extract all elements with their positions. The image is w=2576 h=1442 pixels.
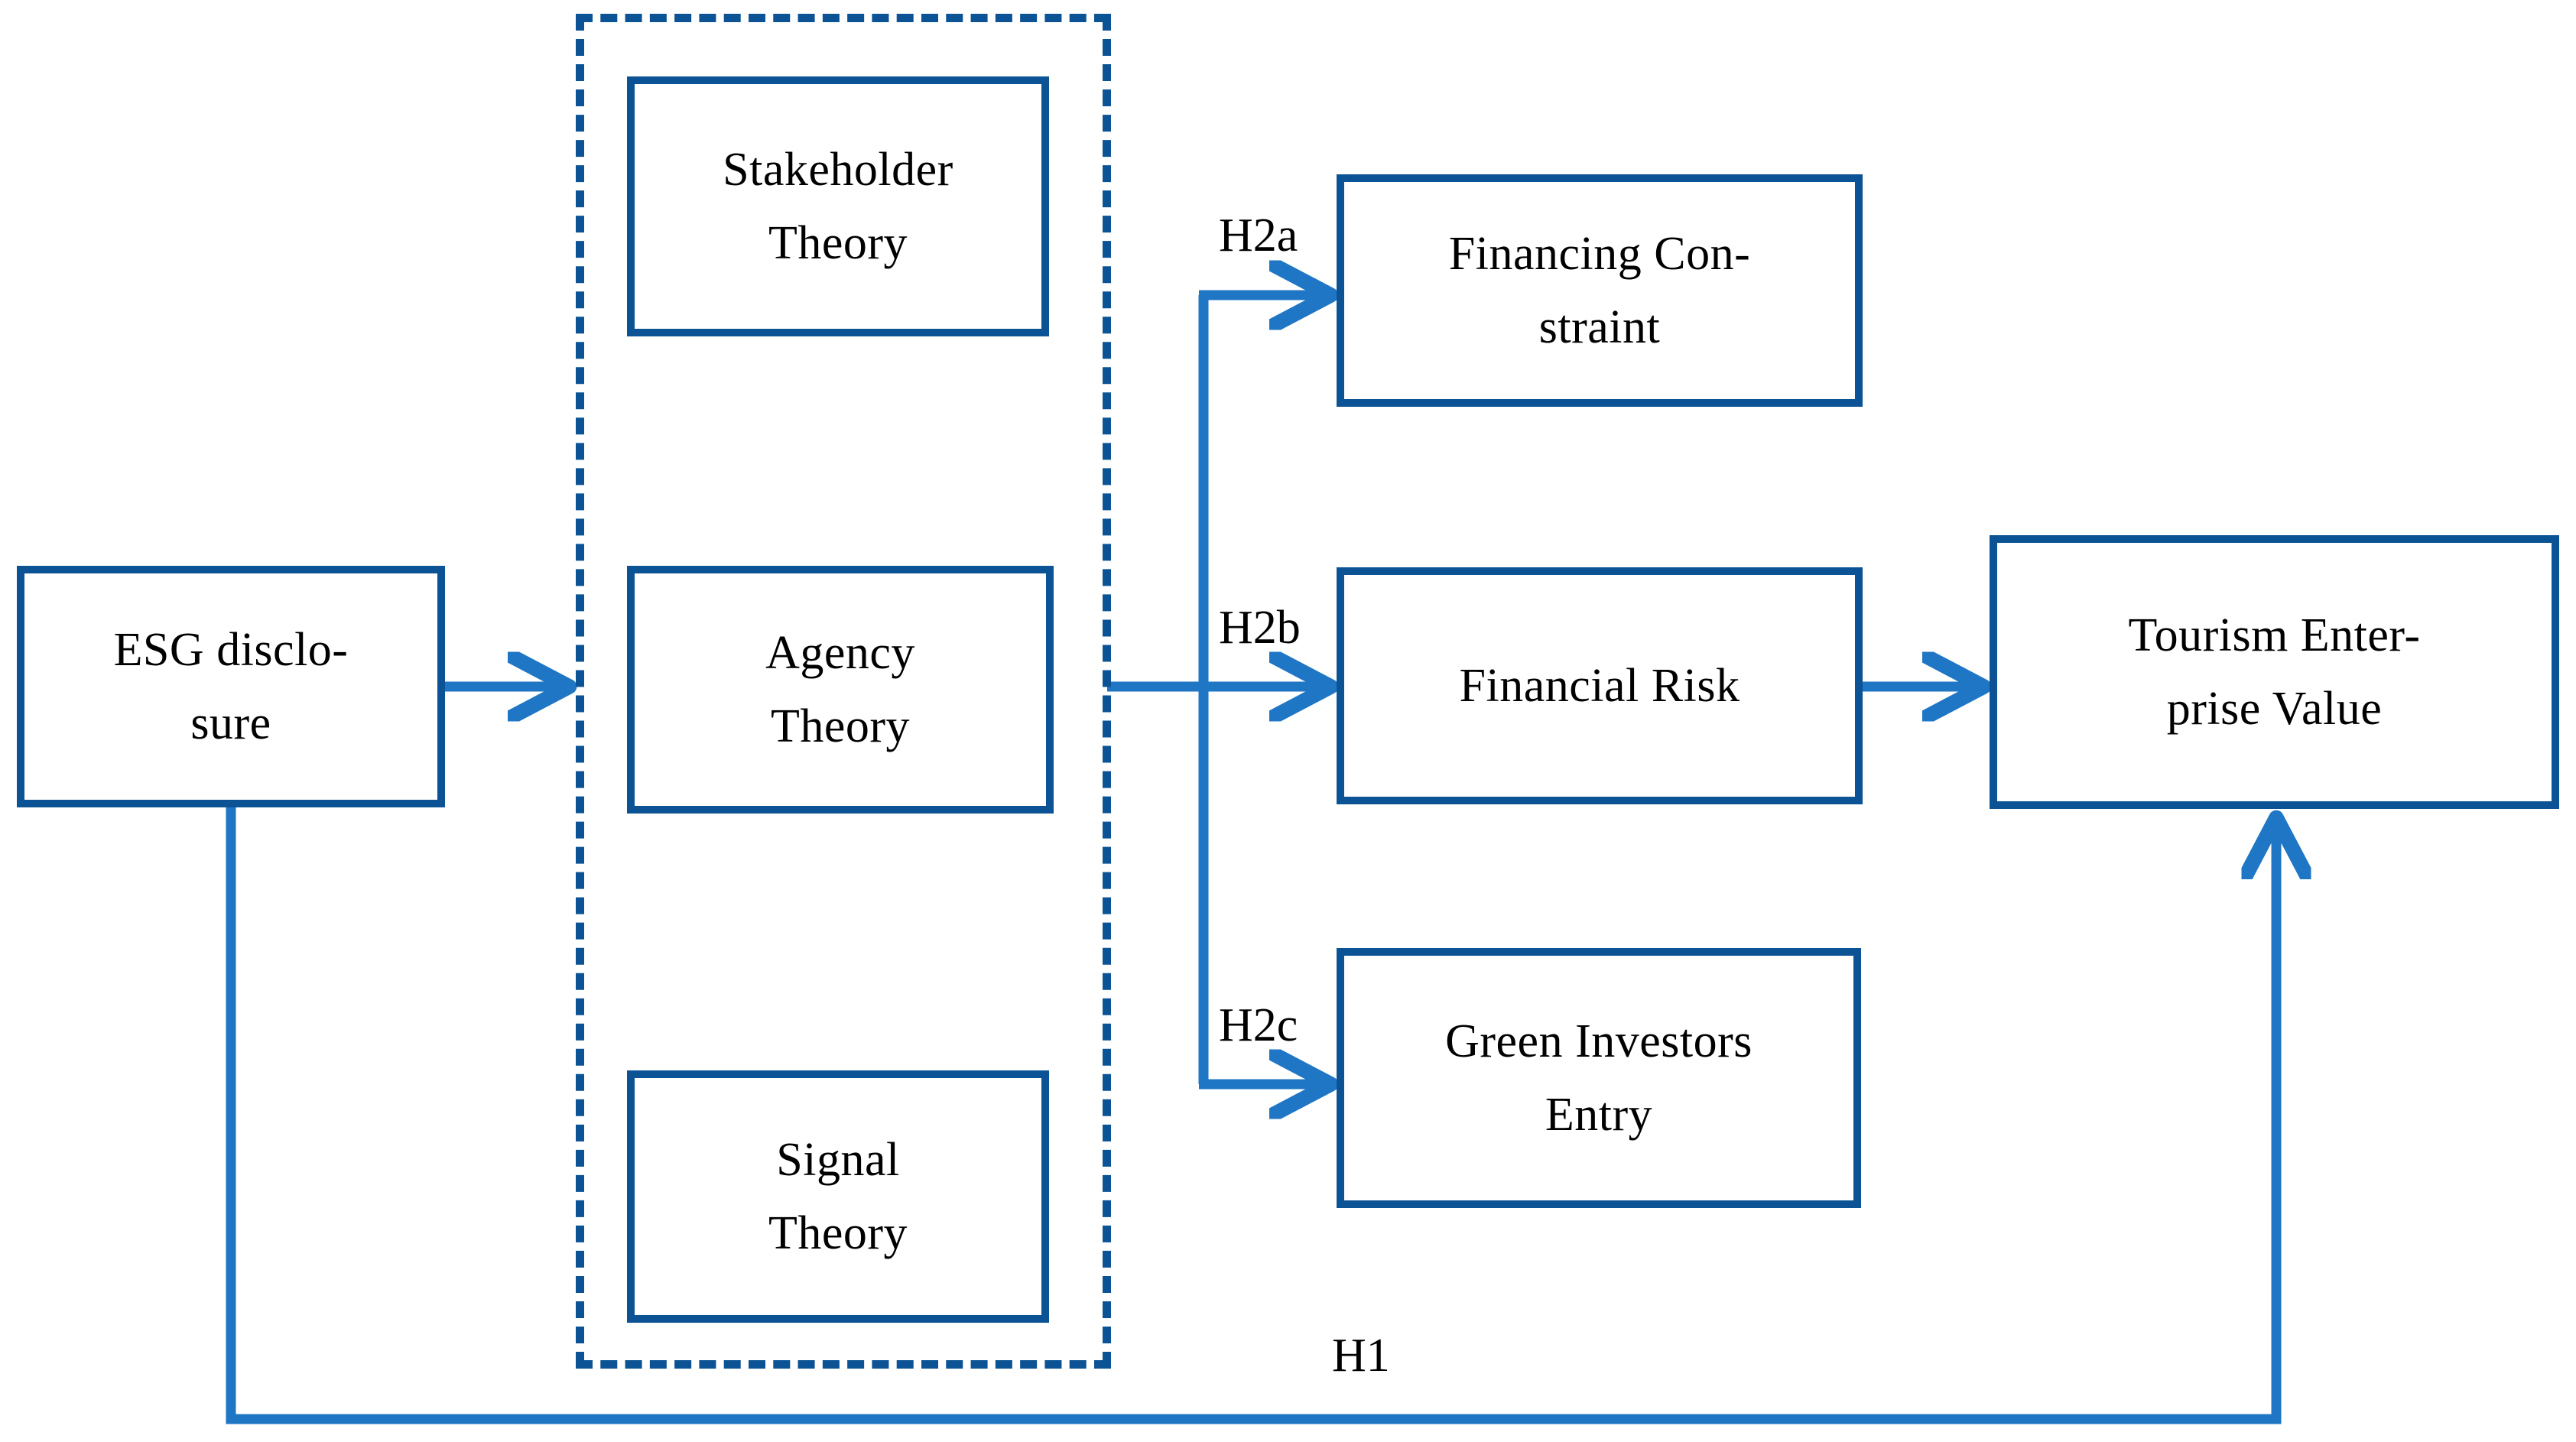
node-green-investors-entry-line-2: Entry <box>1545 1089 1653 1141</box>
node-agency-theory[interactable]: Agency Theory <box>627 566 1054 814</box>
node-esg-disclosure-line-1: ESG disclo- <box>113 623 349 676</box>
node-signal-theory-line-1: Signal <box>776 1133 900 1186</box>
node-agency-theory-line-1: Agency <box>765 626 915 679</box>
node-signal-theory-line-2: Theory <box>768 1207 908 1259</box>
node-financial-risk[interactable]: Financial Risk <box>1337 567 1863 804</box>
edge-label-h2c: H2c <box>1219 999 1298 1051</box>
node-financial-risk-line-1: Financial Risk <box>1459 659 1740 712</box>
node-financing-constraint-line-2: straint <box>1538 301 1661 353</box>
node-stakeholder-theory-line-1: Stakeholder <box>723 143 953 196</box>
node-signal-theory[interactable]: Signal Theory <box>627 1070 1049 1323</box>
node-stakeholder-theory[interactable]: Stakeholder Theory <box>627 76 1049 336</box>
edge-label-h2b: H2b <box>1219 602 1301 654</box>
node-tourism-enterprise-value-line-2: prise Value <box>2166 683 2383 735</box>
node-green-investors-entry-line-1: Green Investors <box>1445 1015 1753 1067</box>
edge-label-h2a: H2a <box>1219 209 1298 261</box>
edge-h1-esg-to-tourism-value <box>226 804 2276 1424</box>
theory-group-container <box>576 14 1111 1369</box>
node-agency-theory-line-2: Theory <box>770 700 911 752</box>
node-stakeholder-theory-line-2: Theory <box>768 217 908 269</box>
edge-label-h1: H1 <box>1332 1330 1390 1382</box>
node-financing-constraint[interactable]: Financing Con- straint <box>1337 174 1863 407</box>
node-financing-constraint-line-1: Financing Con- <box>1448 227 1751 280</box>
node-green-investors-entry[interactable]: Green Investors Entry <box>1337 948 1861 1208</box>
node-tourism-enterprise-value[interactable]: Tourism Enter- prise Value <box>1990 535 2559 809</box>
node-esg-disclosure-line-2: sure <box>190 697 271 749</box>
node-esg-disclosure[interactable]: ESG disclo- sure <box>17 566 445 807</box>
node-tourism-enterprise-value-line-1: Tourism Enter- <box>2128 609 2421 661</box>
